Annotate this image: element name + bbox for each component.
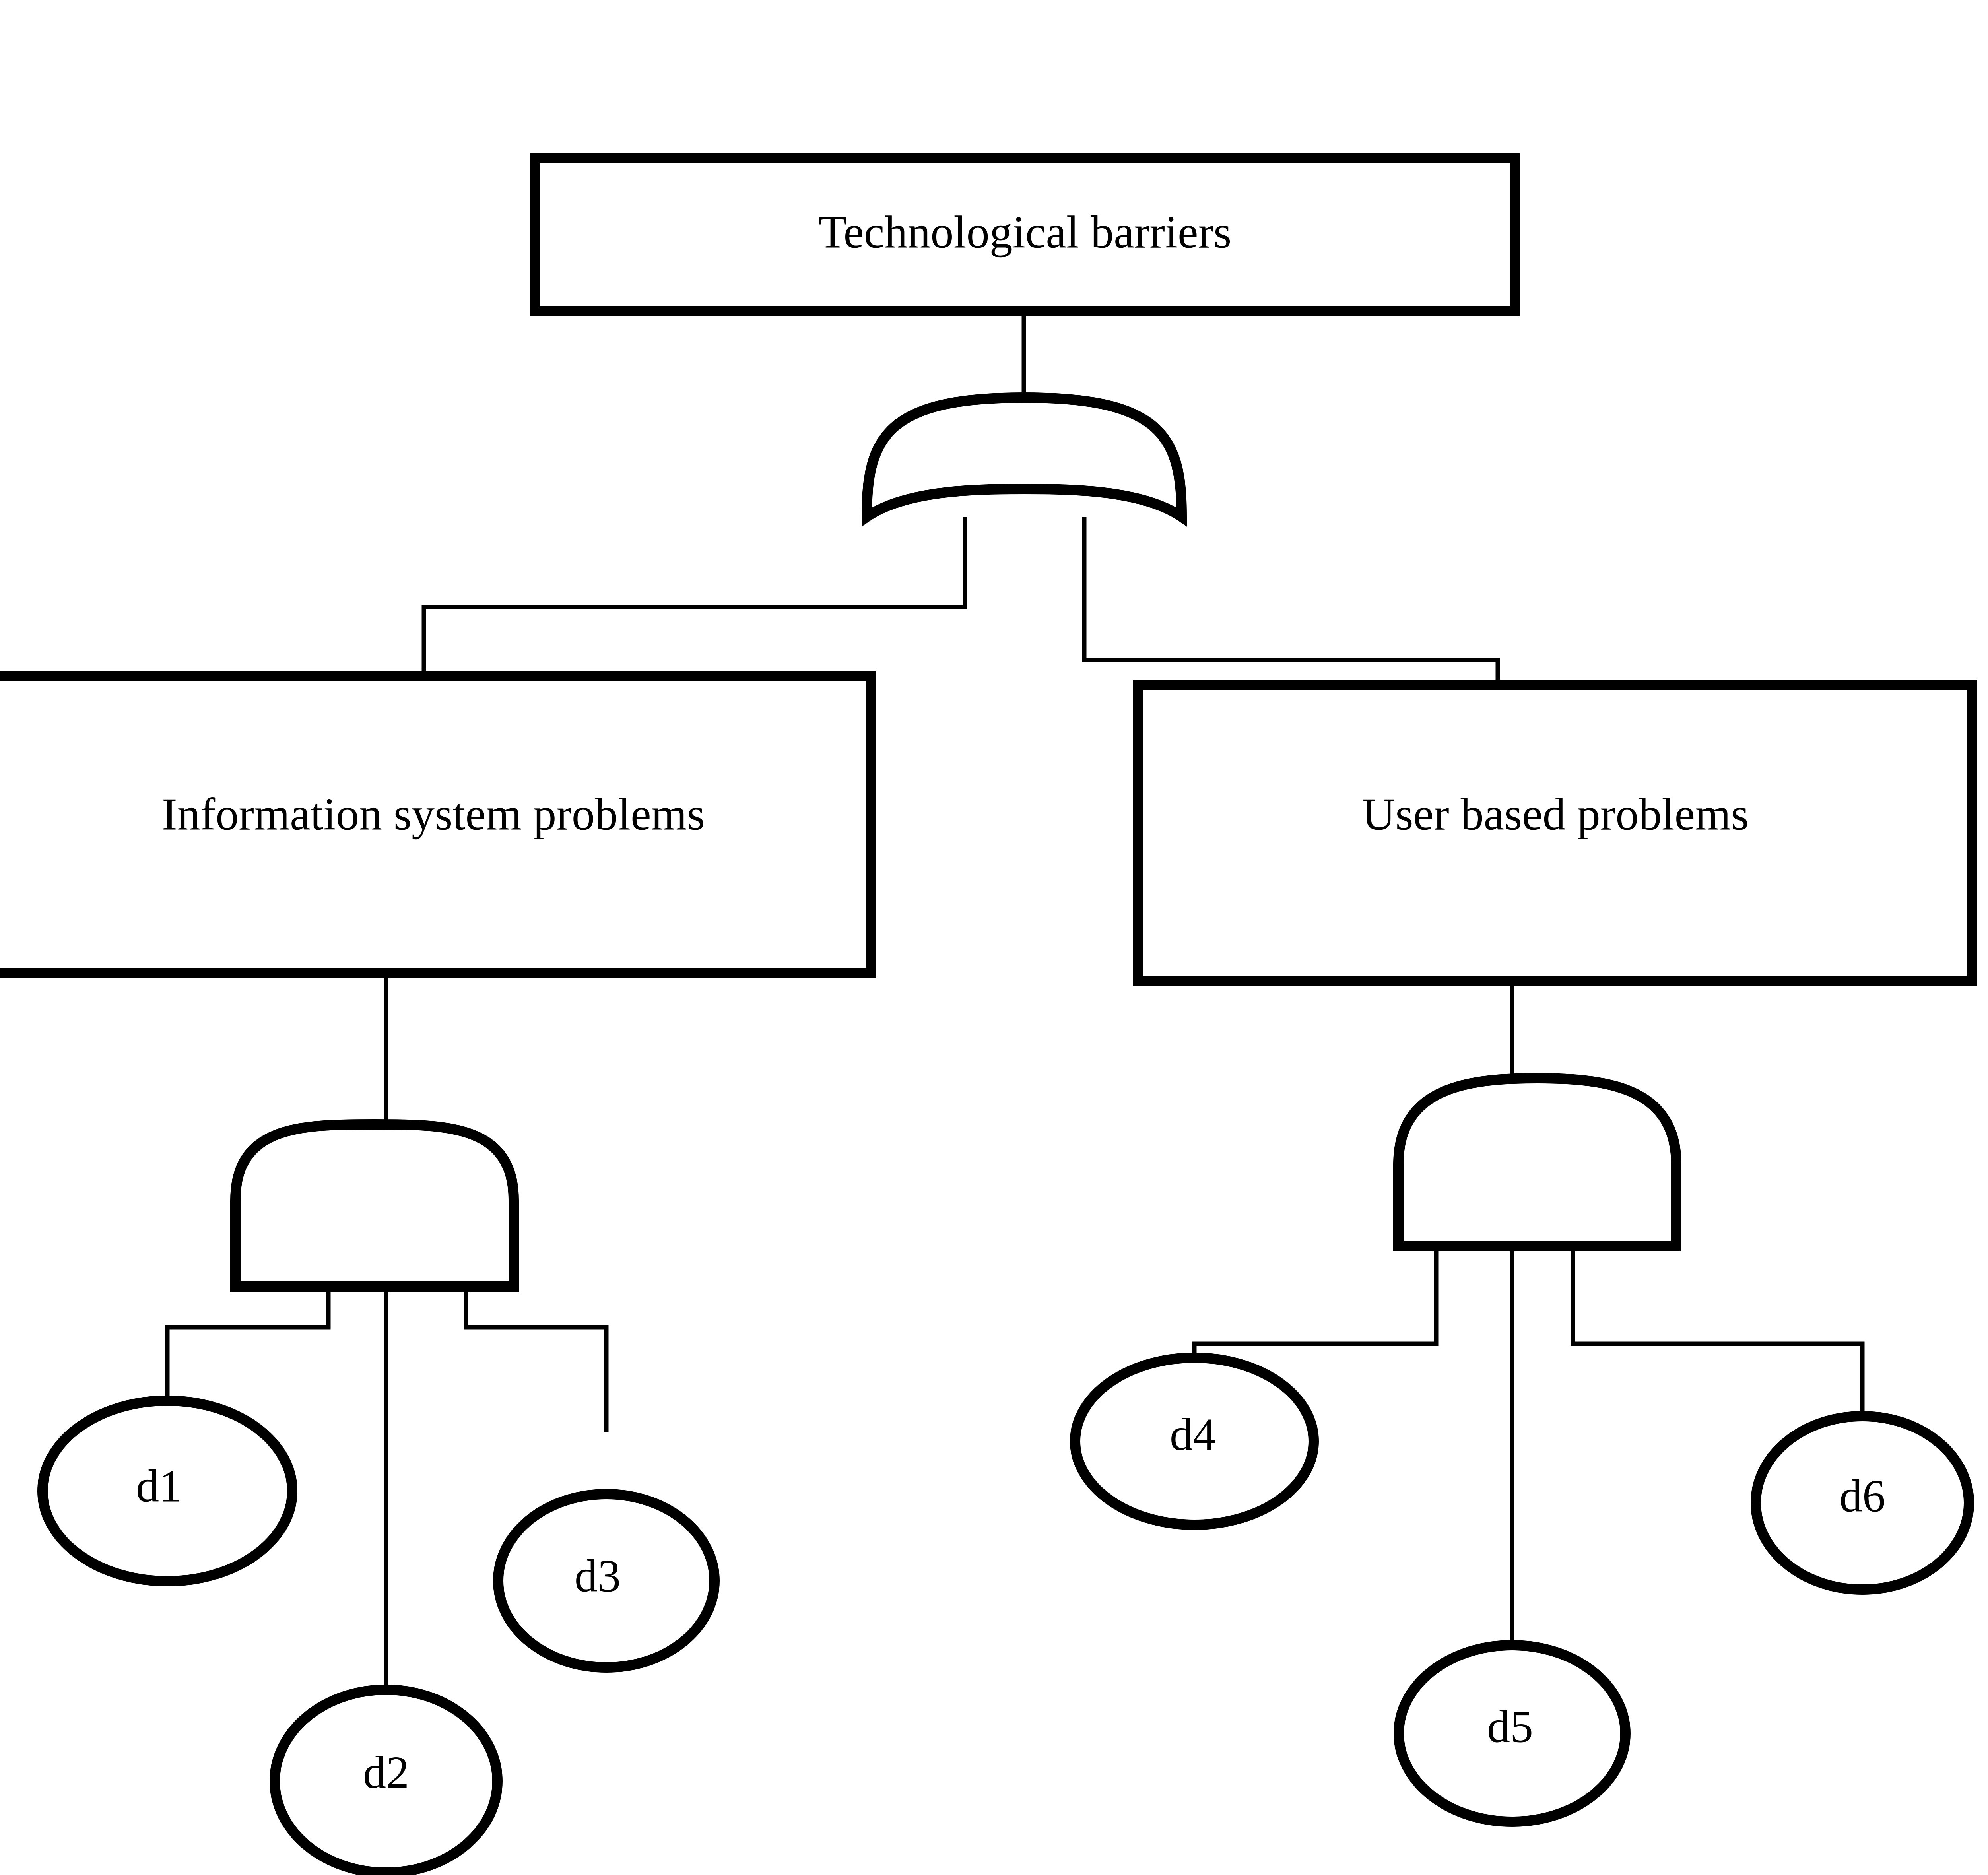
basic-event-d6-label: d6 [1839, 1471, 1885, 1522]
and-gate-shape-left[interactable] [230, 1119, 519, 1292]
node-basic-event-d1[interactable]: d1 [37, 1396, 297, 1586]
basic-event-d4-label: d4 [1170, 1409, 1216, 1460]
basic-event-d5-ellipse[interactable] [1394, 1640, 1631, 1827]
gate-top-or-gate[interactable] [861, 392, 1187, 527]
top-event-label: Technological barriers [819, 207, 1232, 258]
basic-event-d2-ellipse[interactable] [270, 1685, 503, 1875]
node-basic-event-d4[interactable]: d4 [1070, 1353, 1319, 1530]
basic-event-d5-label: d5 [1487, 1702, 1533, 1753]
basic-event-d1-label: d1 [136, 1461, 182, 1512]
node-basic-event-d6[interactable]: d6 [1751, 1411, 1974, 1595]
node-intermediate-left[interactable]: Information system problems [0, 671, 876, 978]
node-basic-event-d2[interactable]: d2 [270, 1685, 503, 1875]
intermediate-left-box[interactable] [0, 671, 876, 978]
or-gate-shape[interactable] [861, 392, 1187, 527]
and-gate-shape-right[interactable] [1393, 1073, 1681, 1251]
intermediate-right-box[interactable] [1133, 680, 1977, 986]
basic-event-d6-ellipse[interactable] [1751, 1411, 1974, 1595]
gate-left-and-gate[interactable] [230, 1119, 519, 1292]
intermediate-left-label: Information system problems [162, 789, 705, 840]
connector-lines [165, 311, 1865, 1692]
top-event-box[interactable] [530, 153, 1520, 316]
edge-gate-right-to-d4 [1192, 1247, 1439, 1360]
edge-gate-left-to-d1 [165, 1288, 331, 1401]
intermediate-right-label: User based problems [1362, 789, 1749, 840]
node-intermediate-right[interactable]: User based problems [1133, 680, 1977, 986]
basic-event-d2-label: d2 [363, 1747, 409, 1798]
basic-event-d3-label: d3 [575, 1551, 621, 1602]
node-top-event[interactable]: Technological barriers [530, 153, 1520, 316]
basic-event-d1-ellipse[interactable] [37, 1396, 297, 1586]
edge-gate-top-to-int-right [1082, 517, 1500, 685]
edge-gate-right-to-d6 [1571, 1247, 1865, 1417]
edge-gate-left-to-d3 [464, 1288, 609, 1432]
basic-event-d3-ellipse[interactable] [493, 1489, 720, 1673]
node-basic-event-d3[interactable]: d3 [493, 1489, 720, 1673]
edge-gate-top-to-int-left [421, 517, 967, 676]
gate-right-and-gate[interactable] [1393, 1073, 1681, 1251]
node-basic-event-d5[interactable]: d5 [1394, 1640, 1631, 1827]
basic-event-d4-ellipse[interactable] [1070, 1353, 1319, 1530]
